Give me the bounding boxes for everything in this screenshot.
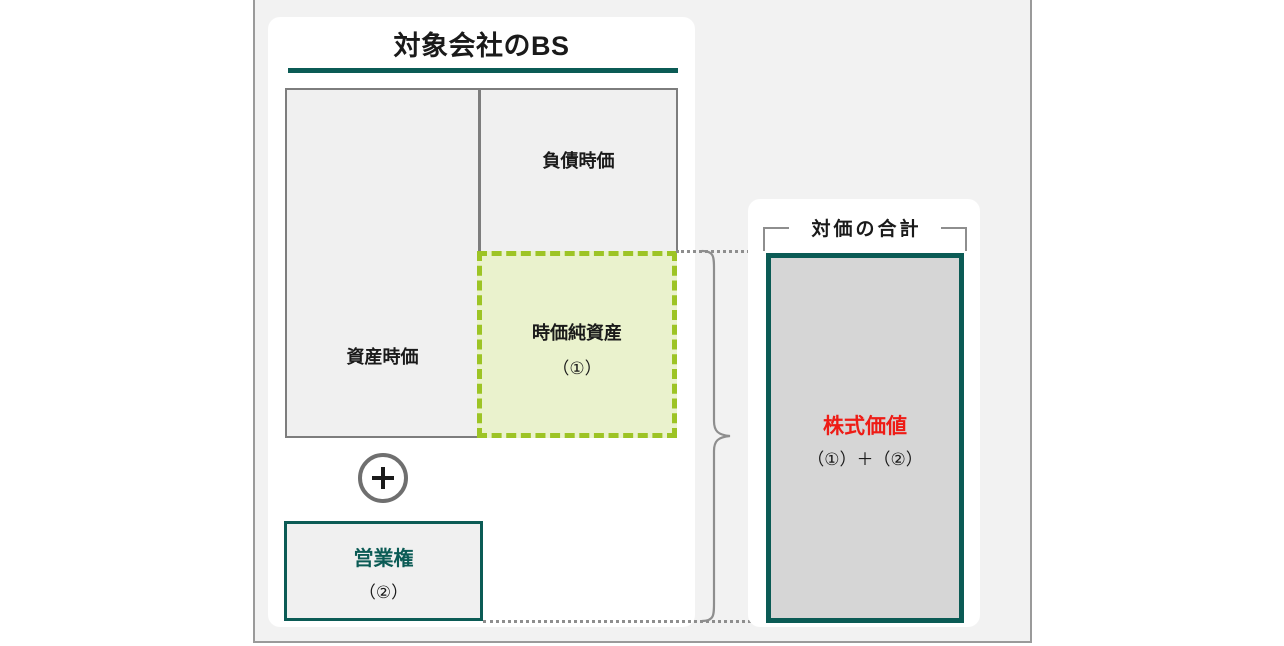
assets-box: 資産時価 (285, 88, 480, 438)
bs-panel-title: 対象会社のBS (393, 31, 570, 61)
goodwill-box: 営業権 （②） (284, 521, 483, 621)
liabilities-box-label: 負債時価 (542, 151, 615, 171)
plus-vertical-stroke (381, 467, 385, 489)
equity-value-label: 株式価値 (823, 415, 907, 438)
plus-sign-icon (358, 453, 408, 503)
net-assets-box-note: （①） (552, 359, 602, 378)
equity-value-box: 株式価値 （①）＋（②） (766, 253, 964, 623)
net-assets-box: 時価純資産 （①） (477, 251, 677, 438)
total-panel-bracket (763, 214, 967, 251)
bracket-left-vertical (763, 227, 765, 251)
total-panel-title: 対価の合計 (811, 219, 922, 240)
bracket-right-horizontal (941, 227, 967, 229)
assets-box-label: 資産時価 (346, 347, 419, 367)
bracket-right-vertical (965, 227, 967, 251)
equity-value-formula: （①）＋（②） (807, 450, 923, 469)
net-assets-box-label: 時価純資産 (532, 323, 622, 343)
connector-dotted-line-bottom (483, 620, 769, 623)
goodwill-box-label: 営業権 (353, 548, 414, 570)
bs-panel-title-rule (288, 68, 678, 73)
liabilities-box: 負債時価 (479, 88, 678, 253)
connector-dotted-line-top (676, 250, 768, 253)
goodwill-box-note: （②） (358, 583, 409, 602)
grouping-brace-icon (700, 249, 731, 623)
bracket-left-horizontal (763, 227, 789, 229)
